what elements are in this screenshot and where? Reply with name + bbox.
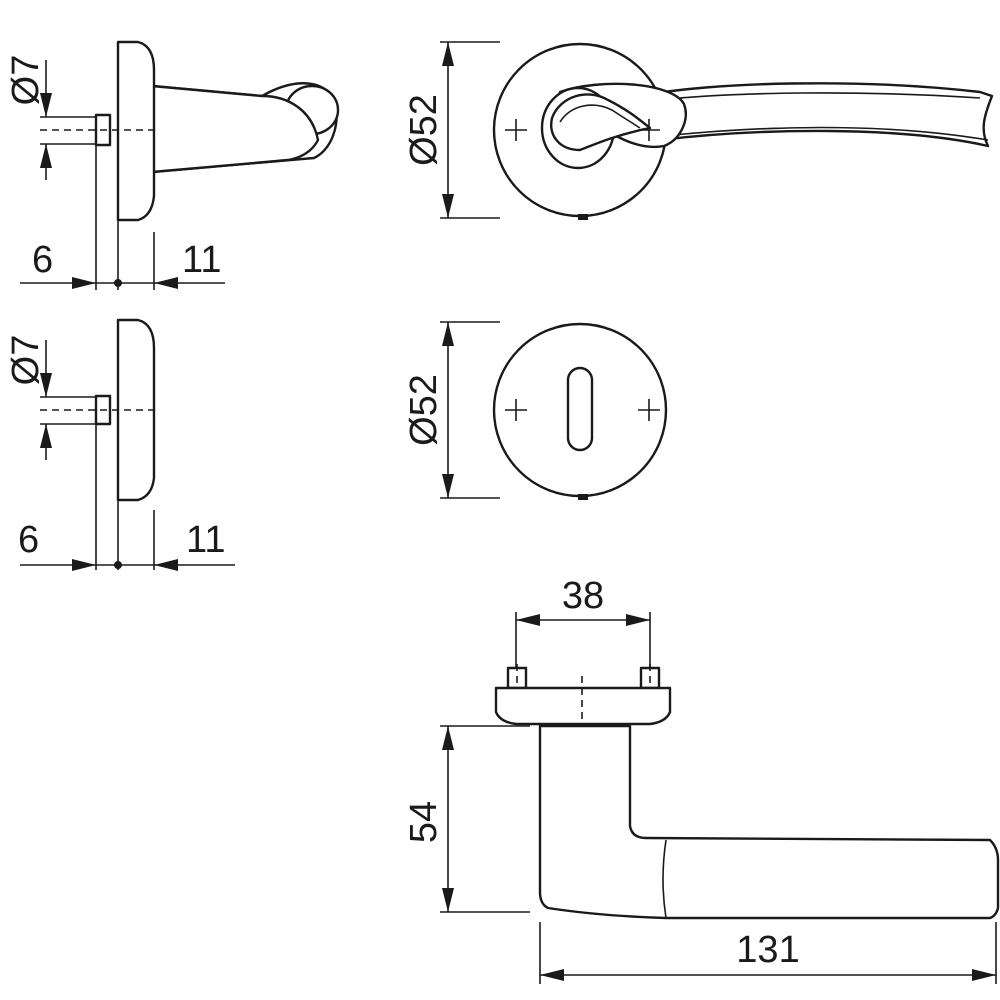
dim-6-lever: 6	[32, 239, 53, 281]
top-view-lever: 38 54 131	[403, 575, 1000, 984]
dim-6-escutcheon: 6	[18, 519, 39, 561]
side-view-lever: Ø7 6 11	[5, 40, 340, 290]
dim-11-lever: 11	[182, 239, 221, 281]
dim-dia-52-escutcheon: Ø52	[403, 374, 445, 446]
dim-dia-52-rose: Ø52	[403, 94, 445, 166]
dim-dia-7-lever: Ø7	[5, 55, 47, 106]
dim-11-escutcheon: 11	[186, 519, 225, 561]
lever-body-top	[538, 724, 1000, 920]
dim-131: 131	[736, 929, 799, 971]
dim-dia-7-escutcheon: Ø7	[5, 335, 47, 386]
dim-38: 38	[562, 575, 604, 617]
dim-54: 54	[403, 801, 445, 843]
side-view-escutcheon: Ø7 6 11	[5, 318, 235, 571]
keyhole-slot	[566, 366, 594, 452]
front-view-rose: Ø52	[403, 41, 994, 220]
rose-plate-top	[494, 686, 672, 726]
front-view-escutcheon: Ø52	[403, 321, 668, 500]
rose-plate-side	[116, 40, 156, 222]
